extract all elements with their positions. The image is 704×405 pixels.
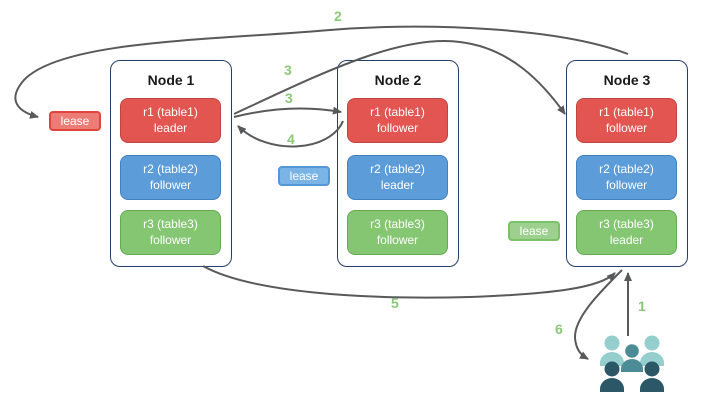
replica-name: r1 (table1) — [599, 104, 654, 119]
node-1-title: Node 1 — [147, 72, 195, 88]
node-2-replica-r3: r3 (table3) follower — [347, 210, 448, 255]
replica-role: leader — [380, 177, 415, 192]
replica-role: leader — [153, 120, 188, 135]
step-label-4: 4 — [287, 131, 295, 147]
replica-name: r2 (table2) — [599, 161, 654, 176]
lease-tag-r3: lease — [508, 221, 560, 241]
node-3-replica-r1: r1 (table1) follower — [576, 98, 677, 143]
step-label-3b: 3 — [285, 90, 293, 106]
replica-role: follower — [376, 120, 419, 135]
node-2-title: Node 2 — [374, 72, 422, 88]
replica-role: follower — [605, 177, 648, 192]
arrow-step-3-node1-to-node2 — [233, 106, 342, 118]
users-group-icon — [598, 332, 666, 398]
replica-role: follower — [149, 177, 192, 192]
node-1-replica-r3: r3 (table3) follower — [120, 210, 221, 255]
node-3-title: Node 3 — [603, 72, 651, 88]
node-2: Node 2 r1 (table1) follower r2 (table2) … — [337, 60, 459, 267]
step-label-3a: 3 — [284, 62, 292, 78]
arrow-step-2-node3-to-lease — [14, 25, 629, 119]
replica-name: r3 (table3) — [143, 216, 198, 231]
replica-role: follower — [149, 232, 192, 247]
replica-role: follower — [605, 120, 648, 135]
step-label-2: 2 — [334, 8, 342, 24]
replica-name: r3 (table3) — [599, 216, 654, 231]
replica-name: r1 (table1) — [143, 104, 198, 119]
node-3: Node 3 r1 (table1) follower r2 (table2) … — [566, 60, 688, 267]
replica-role: follower — [376, 232, 419, 247]
arrow-step-5-node1-to-node3 — [202, 265, 616, 299]
node-2-replica-r2: r2 (table2) leader — [347, 155, 448, 200]
node-1-replica-r2: r2 (table2) follower — [120, 155, 221, 200]
step-label-6: 6 — [555, 321, 563, 337]
node-1: Node 1 r1 (table1) leader r2 (table2) fo… — [110, 60, 232, 267]
node-1-replica-r1: r1 (table1) leader — [120, 98, 221, 143]
node-2-replica-r1: r1 (table1) follower — [347, 98, 448, 143]
replica-name: r3 (table3) — [370, 216, 425, 231]
replica-name: r1 (table1) — [370, 104, 425, 119]
node-3-replica-r3: r3 (table3) leader — [576, 210, 677, 255]
step-label-1: 1 — [638, 298, 646, 314]
step-label-5: 5 — [391, 295, 399, 311]
replica-role: leader — [609, 232, 644, 247]
lease-tag-r2: lease — [278, 166, 330, 186]
replica-name: r2 (table2) — [143, 161, 198, 176]
replica-name: r2 (table2) — [370, 161, 425, 176]
node-3-replica-r2: r2 (table2) follower — [576, 155, 677, 200]
lease-tag-r1: lease — [49, 111, 101, 131]
